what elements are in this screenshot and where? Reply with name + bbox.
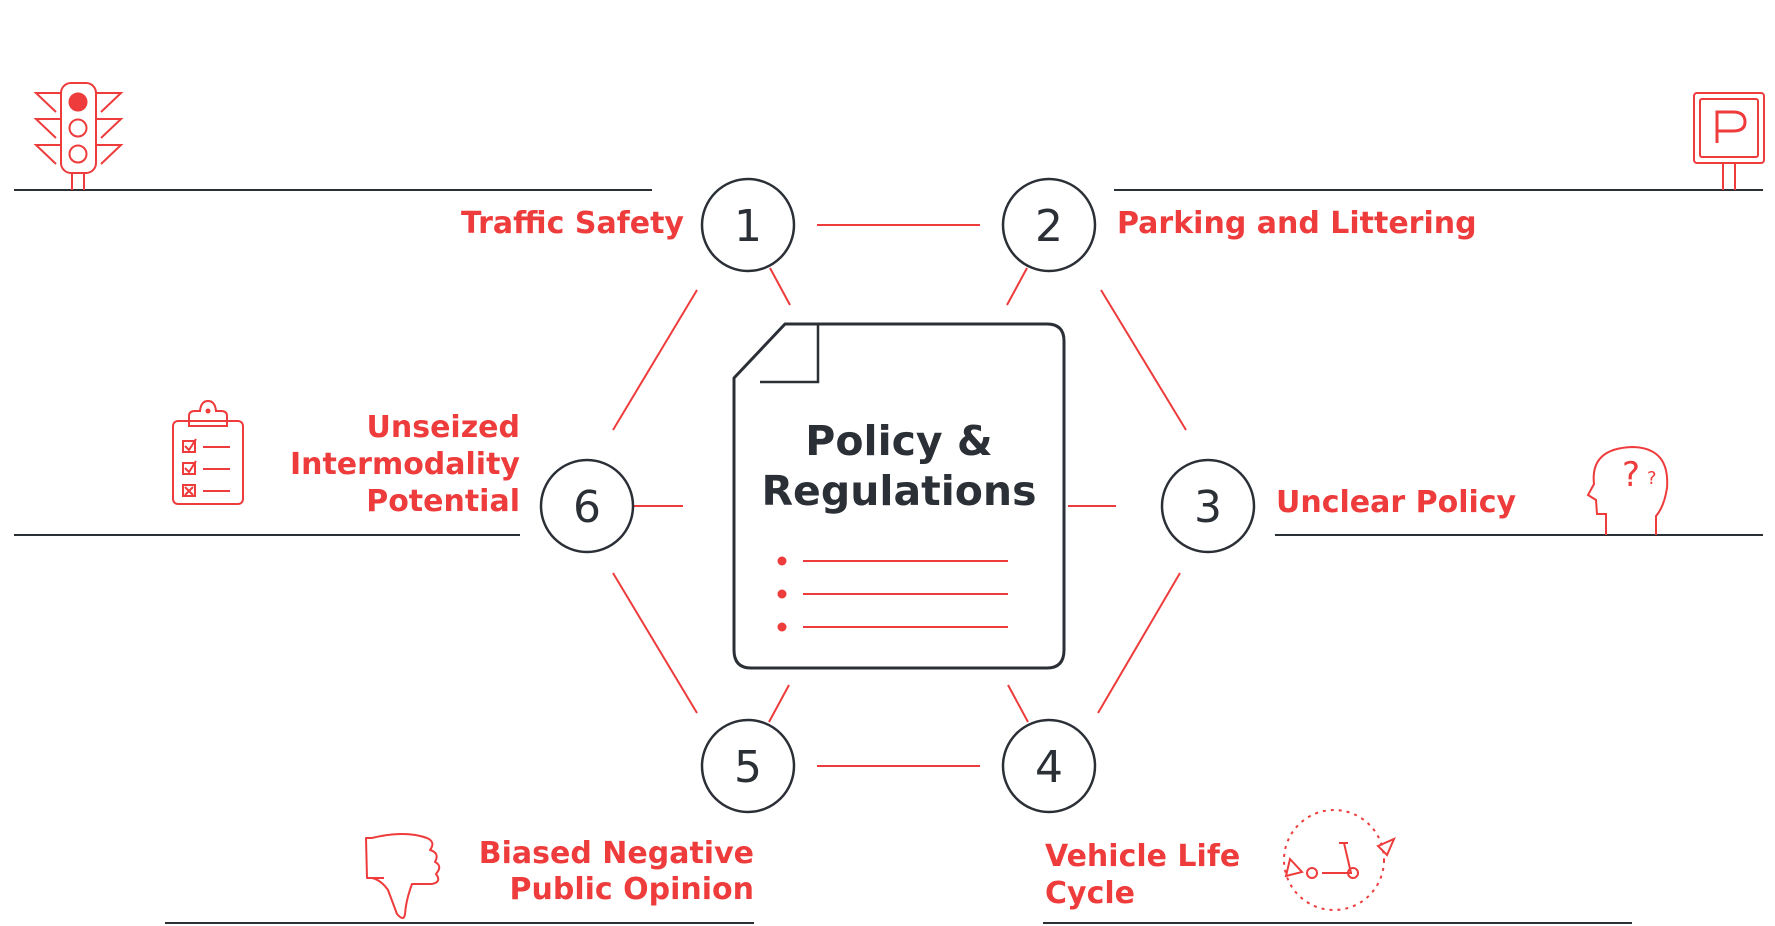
label-parking-littering: Parking and Littering [1117, 206, 1477, 241]
spoke-2 [1006, 267, 1028, 306]
node-5-circle [700, 718, 796, 814]
svg-text:?: ? [1647, 468, 1657, 489]
node-6-circle [539, 458, 635, 554]
node-5: 5 [700, 718, 796, 814]
divider-lines [14, 189, 1763, 924]
connector-6-1 [612, 289, 698, 431]
document-outline [732, 322, 1066, 670]
label-traffic-safety: Traffic Safety [461, 206, 684, 241]
bullet-dot [777, 622, 787, 632]
labels: Traffic Safety Parking and Littering Unc… [290, 206, 1517, 911]
scooter-cycle-icon [1283, 809, 1396, 911]
node-1: 1 [700, 177, 796, 273]
label-intermodality-line1: Unseized [367, 410, 521, 445]
spoke-4 [1007, 684, 1029, 723]
node-4-circle [1001, 718, 1097, 814]
clipboard-checklist-icon [172, 399, 244, 505]
node-3-number: 3 [1194, 482, 1222, 533]
node-6-number: 6 [573, 482, 601, 533]
label-intermodality-line3: Potential [366, 484, 520, 519]
node-2-circle [1001, 177, 1097, 273]
node-1-number: 1 [734, 201, 762, 252]
node-2: 2 [1001, 177, 1097, 273]
label-vehicle-life-line2: Cycle [1045, 876, 1135, 911]
policy-document: Policy & Regulations [732, 322, 1066, 670]
node-4-number: 4 [1035, 742, 1063, 793]
node-5-number: 5 [734, 742, 762, 793]
label-unclear-policy: Unclear Policy [1276, 485, 1517, 520]
connector-3-4 [1097, 572, 1181, 714]
bullet-dot [777, 589, 787, 599]
spoke-1 [769, 267, 791, 306]
document-fold [760, 324, 820, 384]
node-6: 6 [539, 458, 635, 554]
label-intermodality-line2: Intermodality [290, 447, 520, 482]
document-bullet-list [777, 556, 1008, 632]
node-1-circle [700, 177, 796, 273]
label-public-opinion-line1: Biased Negative [479, 836, 754, 871]
hexagon-connectors [612, 224, 1187, 767]
head-question-icon: ? ? [1586, 445, 1669, 535]
spoke-5 [768, 684, 790, 723]
connector-5-6 [612, 572, 698, 714]
node-4: 4 [1001, 718, 1097, 814]
document-title-line1: Policy & [805, 417, 992, 465]
bullet-dot [777, 556, 787, 566]
thumbs-down-icon [365, 833, 441, 919]
label-public-opinion-line2: Public Opinion [510, 872, 754, 907]
label-vehicle-life-line1: Vehicle Life [1045, 839, 1240, 874]
document-title-line2: Regulations [761, 467, 1036, 515]
parking-sign-icon [1693, 92, 1765, 190]
connector-2-3 [1100, 289, 1187, 431]
node-3: 3 [1160, 458, 1256, 554]
node-3-circle [1160, 458, 1256, 554]
traffic-light-icon [33, 82, 124, 190]
node-2-number: 2 [1035, 201, 1063, 252]
svg-text:?: ? [1622, 455, 1640, 495]
